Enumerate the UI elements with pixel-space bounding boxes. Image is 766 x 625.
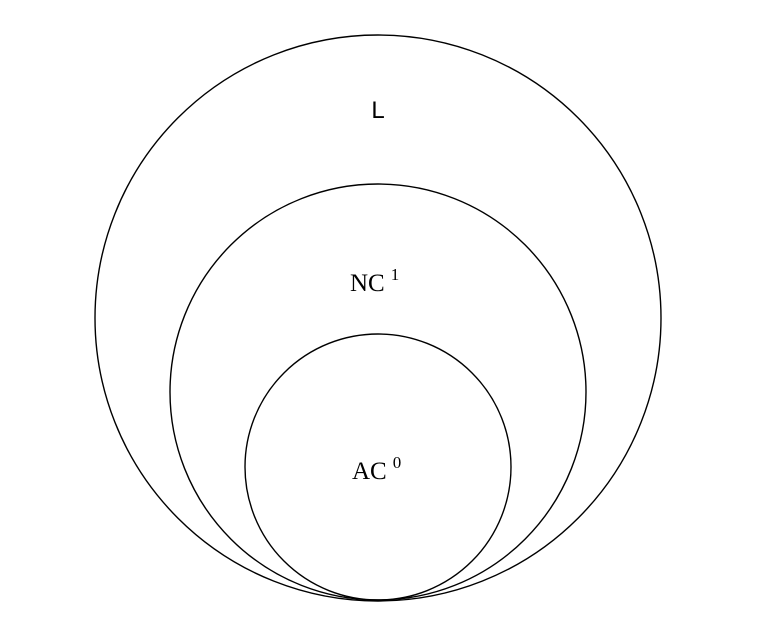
- set-label-l: L: [371, 97, 384, 124]
- set-label-ac0-base: AC: [352, 458, 387, 485]
- set-label-ac0: AC 0: [352, 453, 401, 485]
- set-circle-nc1: [169, 183, 587, 601]
- set-circle-ac0: [244, 333, 512, 601]
- set-label-nc1-superscript: 1: [391, 265, 400, 284]
- set-circle-l: [94, 34, 662, 602]
- set-label-nc1-base: NC: [350, 270, 385, 297]
- set-label-ac0-superscript: 0: [393, 453, 402, 472]
- set-label-nc1: NC 1: [350, 265, 399, 297]
